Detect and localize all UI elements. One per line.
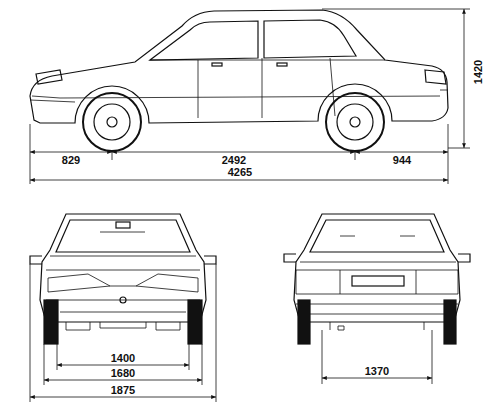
dimension-value: 1875	[109, 384, 137, 396]
rear-underbody	[330, 322, 424, 330]
side-windows	[150, 20, 356, 60]
dimension-value: 1420	[472, 58, 484, 86]
dimension-value: 944	[391, 154, 413, 166]
badge	[120, 297, 126, 303]
rear-dimensions	[322, 330, 432, 384]
rear-body	[294, 214, 460, 322]
dimension-line	[112, 152, 355, 153]
rear-badge	[352, 276, 404, 286]
dimension-value: 1680	[109, 367, 137, 379]
dimension-value: 2492	[220, 154, 248, 166]
front-rim	[94, 104, 130, 140]
front-windshield	[56, 220, 190, 252]
side-body	[30, 10, 448, 123]
extension-lines	[30, 264, 216, 402]
dimension-line	[322, 378, 432, 379]
taillight	[425, 70, 446, 84]
mirror-inner	[116, 222, 130, 228]
dimension-line	[30, 397, 216, 398]
headlight	[36, 70, 62, 84]
front-details	[46, 232, 200, 312]
dimension-value: 1370	[363, 365, 391, 377]
rear-details	[296, 236, 458, 314]
extension-lines	[30, 9, 470, 184]
rear-wheel	[326, 93, 384, 151]
dimension-line	[44, 380, 202, 381]
dimension-line	[355, 152, 448, 153]
rear-view	[284, 214, 470, 344]
dimension-line	[30, 152, 112, 153]
dimension-line	[30, 180, 448, 181]
dimension-line	[57, 365, 189, 366]
rear-window	[310, 220, 444, 252]
rear-rim	[337, 104, 373, 140]
front-hub	[107, 117, 117, 127]
front-left-tyre	[44, 300, 58, 344]
front-right-tyre	[188, 300, 202, 344]
rear-left-tyre	[298, 300, 310, 344]
rear-hub	[350, 117, 360, 127]
side-view	[30, 10, 448, 151]
dimension-line	[464, 9, 465, 148]
side-mirrors	[284, 254, 470, 262]
door-handle	[277, 63, 287, 66]
front-dimensions	[30, 264, 216, 402]
front-body	[40, 214, 206, 322]
extension-lines	[322, 330, 432, 384]
side-dimensions	[30, 9, 470, 184]
front-wheel	[83, 93, 141, 151]
side-details	[30, 58, 448, 118]
side-mirrors	[30, 256, 216, 264]
dimension-value: 829	[60, 154, 82, 166]
dimension-value: 4265	[226, 166, 254, 178]
door-handle	[212, 63, 222, 66]
front-view	[30, 214, 216, 344]
rear-right-tyre	[444, 300, 456, 344]
front-underbody	[66, 322, 180, 330]
dimension-value: 1400	[109, 352, 137, 364]
